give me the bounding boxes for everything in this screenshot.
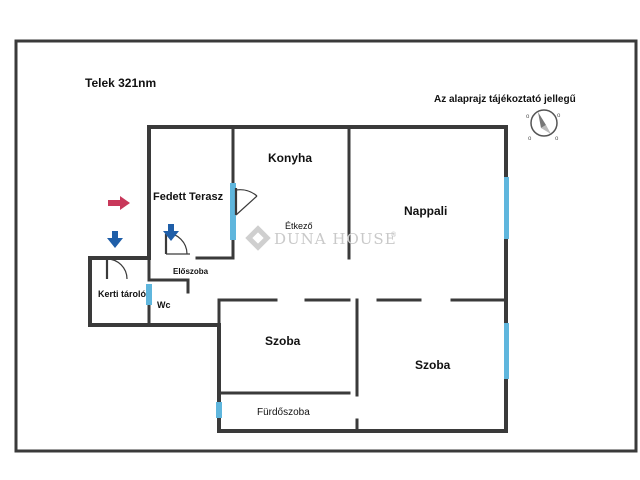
svg-text:o: o: [555, 136, 559, 142]
windows: [146, 177, 509, 418]
interior-walls: [147, 125, 508, 433]
disclaimer: Az alaprajz tájékoztató jellegű: [434, 94, 576, 105]
svg-text:o: o: [557, 113, 561, 119]
room-label-nappali: Nappali: [404, 204, 447, 218]
watermark-text: DUNA HOUSE: [274, 230, 397, 248]
room-label-szoba-left: Szoba: [265, 334, 301, 348]
window-kerti-tarolo: [146, 284, 152, 305]
plot-label: Telek 321nm: [85, 76, 156, 90]
watermark-mark: ®: [390, 231, 398, 239]
window-szoba-right: [504, 323, 509, 379]
window-nappali: [504, 177, 509, 239]
watermark: DUNA HOUSE ®: [245, 225, 398, 251]
room-label-fedett-terasz: Fedett Terasz: [153, 191, 224, 203]
room-label-etkezo: Étkező: [285, 221, 313, 231]
room-label-eloszoba: Előszoba: [173, 267, 209, 276]
room-label-szoba-right: Szoba: [415, 358, 451, 372]
room-label-furdoszoba: Fürdőszoba: [257, 407, 310, 418]
room-label-wc: Wc: [157, 300, 171, 310]
svg-text:o: o: [528, 136, 532, 142]
room-label-kerti-tarolo: Kerti tároló: [98, 289, 147, 299]
window-konyha: [230, 183, 236, 240]
exterior-walls: [88, 125, 508, 433]
svg-text:o: o: [526, 114, 530, 120]
garden-arrow-icon: [108, 196, 130, 210]
entrance-arrow-icon: [107, 224, 179, 248]
window-furdoszoba: [216, 402, 222, 418]
room-label-konyha: Konyha: [268, 151, 312, 165]
door-leaves: [105, 188, 238, 279]
plot-boundary: [14, 39, 638, 453]
duna-house-logo-icon: [245, 225, 271, 251]
compass-icon: o o o o: [526, 109, 561, 142]
